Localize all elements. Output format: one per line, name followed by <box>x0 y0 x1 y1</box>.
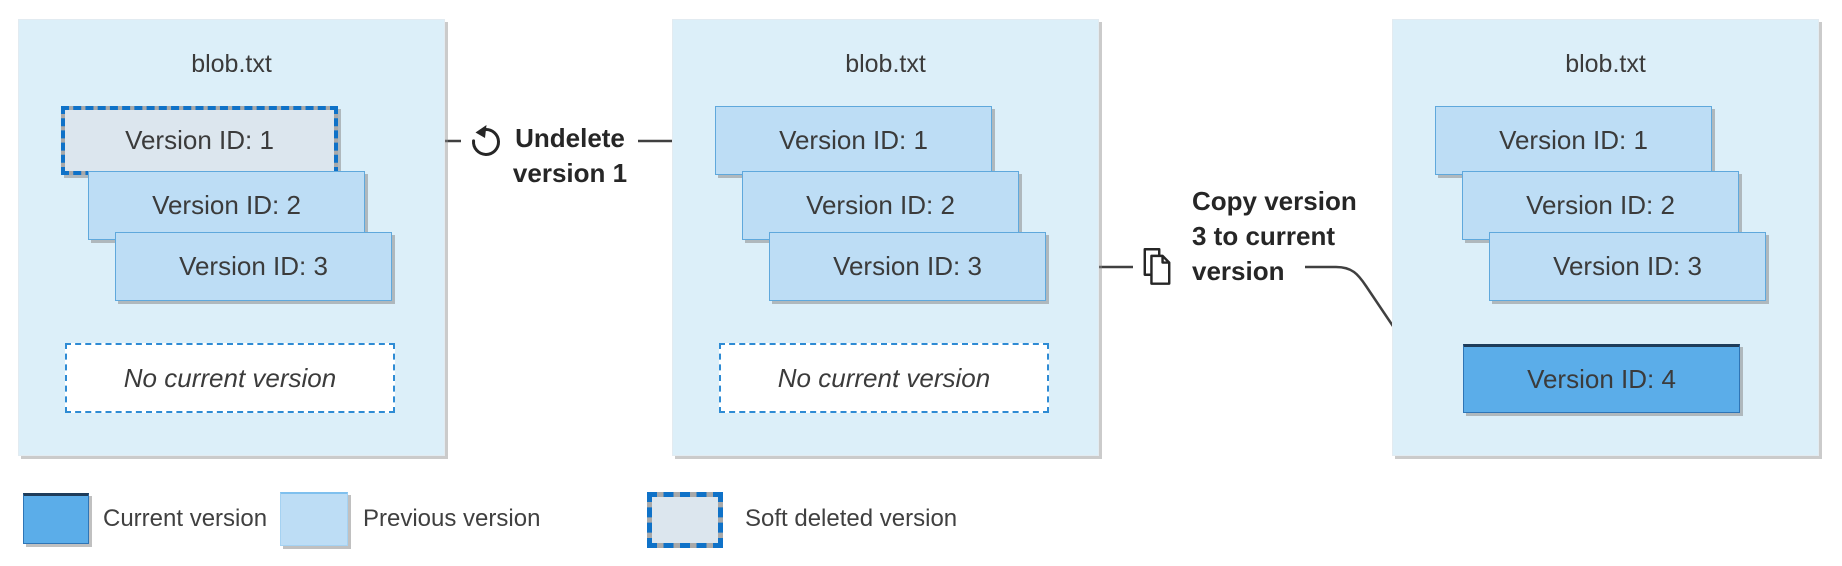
version-box-previous-1: Version ID: 1 <box>715 106 992 175</box>
undelete-annotation-line: version 1 <box>512 158 628 188</box>
version-label: Version ID: 3 <box>833 251 982 281</box>
copy-annotation-line: version <box>1192 256 1285 286</box>
no-current-version-slot: No current version <box>719 343 1049 413</box>
copy-icon <box>1140 247 1174 287</box>
version-box-previous-1: Version ID: 1 <box>1435 106 1712 175</box>
copy-annotation: Copy version 3 to current version <box>1192 184 1392 289</box>
legend-label-previous-version: Previous version <box>363 505 541 532</box>
legend-swatch-soft-deleted-inner <box>647 492 723 548</box>
blob-title: blob.txt <box>1565 50 1646 78</box>
version-label: Version ID: 4 <box>1527 364 1676 394</box>
legend-swatch-soft-deleted-version <box>647 492 723 548</box>
no-current-version-label: No current version <box>777 362 991 393</box>
version-box-previous-2: Version ID: 2 <box>88 171 365 240</box>
copy-annotation-line: 3 to current <box>1192 221 1336 251</box>
no-current-version-label: No current version <box>123 362 337 393</box>
version-box-current-4: Version ID: 4 <box>1463 344 1740 413</box>
legend-label-current-version: Current version <box>103 505 268 532</box>
blob-title: blob.txt <box>845 50 926 78</box>
version-box-previous-2: Version ID: 2 <box>1462 171 1739 240</box>
version-label: Version ID: 2 <box>152 190 301 220</box>
blob-panel-after-copy: blob.txt Version ID: 1 Version ID: 2 Ver… <box>1392 19 1819 456</box>
legend-label-soft-deleted-version: Soft deleted version <box>745 505 958 532</box>
version-box-previous-3: Version ID: 3 <box>769 232 1046 301</box>
copy-annotation-line: Copy version <box>1192 186 1357 216</box>
version-box-soft-deleted-1-inner: Version ID: 1 <box>61 106 338 175</box>
version-box-previous-3: Version ID: 3 <box>1489 232 1766 301</box>
version-box-soft-deleted-1: Version ID: 1 <box>61 106 338 175</box>
legend-swatch-current-version <box>23 493 89 544</box>
version-label: Version ID: 2 <box>1526 190 1675 220</box>
legend-swatch-previous-version <box>280 492 348 546</box>
version-box-previous-3: Version ID: 3 <box>115 232 392 301</box>
version-label: Version ID: 2 <box>806 190 955 220</box>
version-label: Version ID: 3 <box>179 251 328 281</box>
version-label: Version ID: 1 <box>779 125 928 155</box>
undo-icon <box>464 117 504 161</box>
version-label: Version ID: 3 <box>1553 251 1702 281</box>
blob-title: blob.txt <box>191 50 272 78</box>
version-label: Version ID: 1 <box>1499 125 1648 155</box>
no-current-version-slot: No current version <box>65 343 395 413</box>
version-label: Version ID: 1 <box>125 125 274 155</box>
blob-panel-before-undelete: blob.txt Version ID: 1 Version ID: 2 Ver… <box>18 19 445 456</box>
undelete-annotation-line: Undelete <box>515 123 625 153</box>
undelete-annotation: Undelete version 1 <box>500 121 640 191</box>
version-box-previous-2: Version ID: 2 <box>742 171 1019 240</box>
blob-panel-after-undelete: blob.txt Version ID: 1 Version ID: 2 Ver… <box>672 19 1099 456</box>
